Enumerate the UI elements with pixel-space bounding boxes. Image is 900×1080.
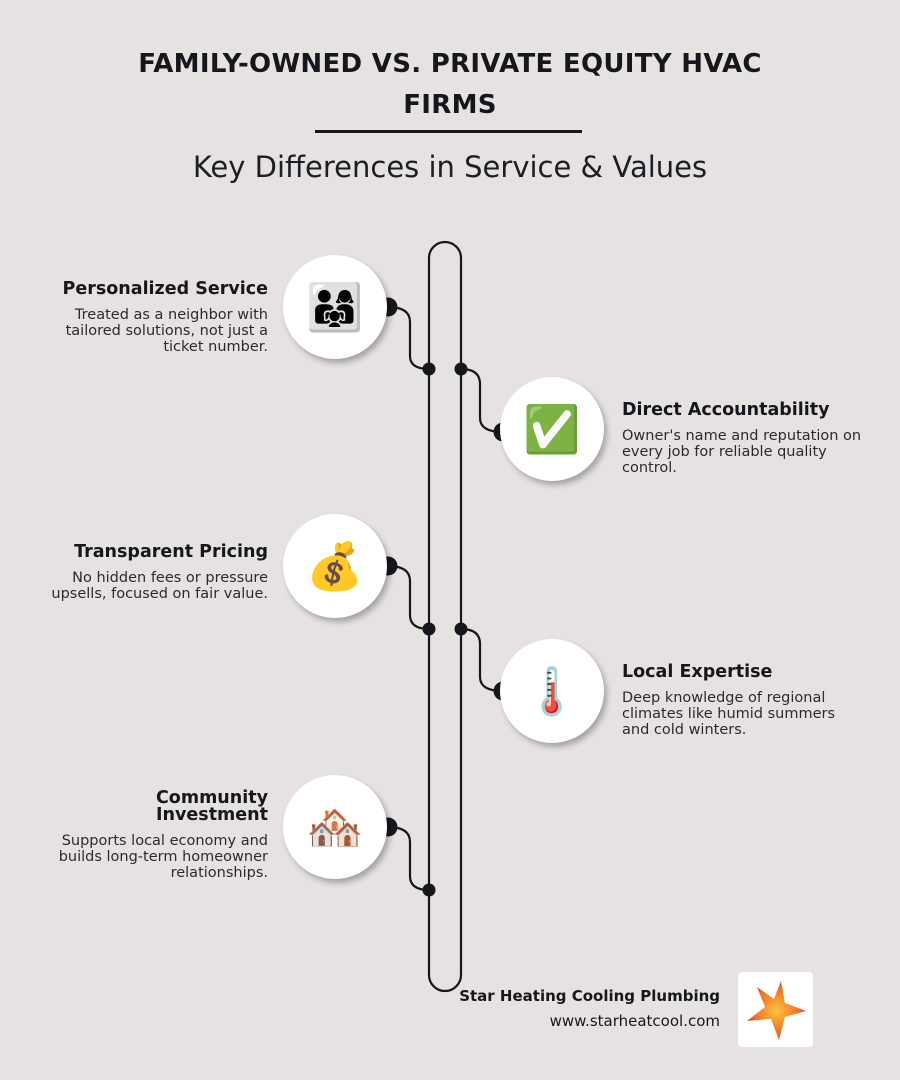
item-description: Supports local economy and builds long-t… [58, 833, 268, 881]
item-direct-accountability: Direct Accountability Owner's name and r… [622, 400, 862, 476]
brand-url[interactable]: www.starheatcool.com [549, 1012, 720, 1030]
page-subtitle: Key Differences in Service & Values [192, 150, 708, 184]
item-title: Local Expertise [622, 662, 773, 682]
page-title: FAMILY-OWNED VS. PRIVATE EQUITY HVAC FIR… [138, 49, 762, 120]
item-local-expertise: Local Expertise Deep knowledge of region… [622, 662, 862, 738]
item-community-investment: Community Investment Supports local econ… [38, 788, 268, 881]
item-description: Deep knowledge of regional climates like… [622, 690, 836, 738]
item-title: Community Investment [155, 788, 268, 825]
item-personalized-service: Personalized Service Treated as a neighb… [38, 279, 268, 355]
item-description: Owner's name and reputation on every job… [622, 428, 862, 476]
star-logo-icon [738, 972, 813, 1047]
thermometer-icon: 🌡️ [500, 639, 604, 743]
item-transparent-pricing: Transparent Pricing No hidden fees or pr… [38, 542, 268, 602]
houses-icon: 🏘️ [283, 775, 387, 879]
brand-name: Star Heating Cooling Plumbing [459, 987, 720, 1005]
item-description: Treated as a neighbor with tailored solu… [65, 307, 268, 355]
item-title: Direct Accountability [622, 400, 830, 420]
item-title: Personalized Service [62, 279, 268, 299]
star-icon [746, 980, 806, 1040]
item-title: Transparent Pricing [74, 542, 268, 562]
title-divider [315, 130, 582, 133]
item-description: No hidden fees or pressure upsells, focu… [51, 570, 268, 602]
money-bag-icon: 💰 [283, 514, 387, 618]
check-mark-icon: ✅ [500, 377, 604, 481]
family-icon: 👨‍👩‍👧 [283, 255, 387, 359]
